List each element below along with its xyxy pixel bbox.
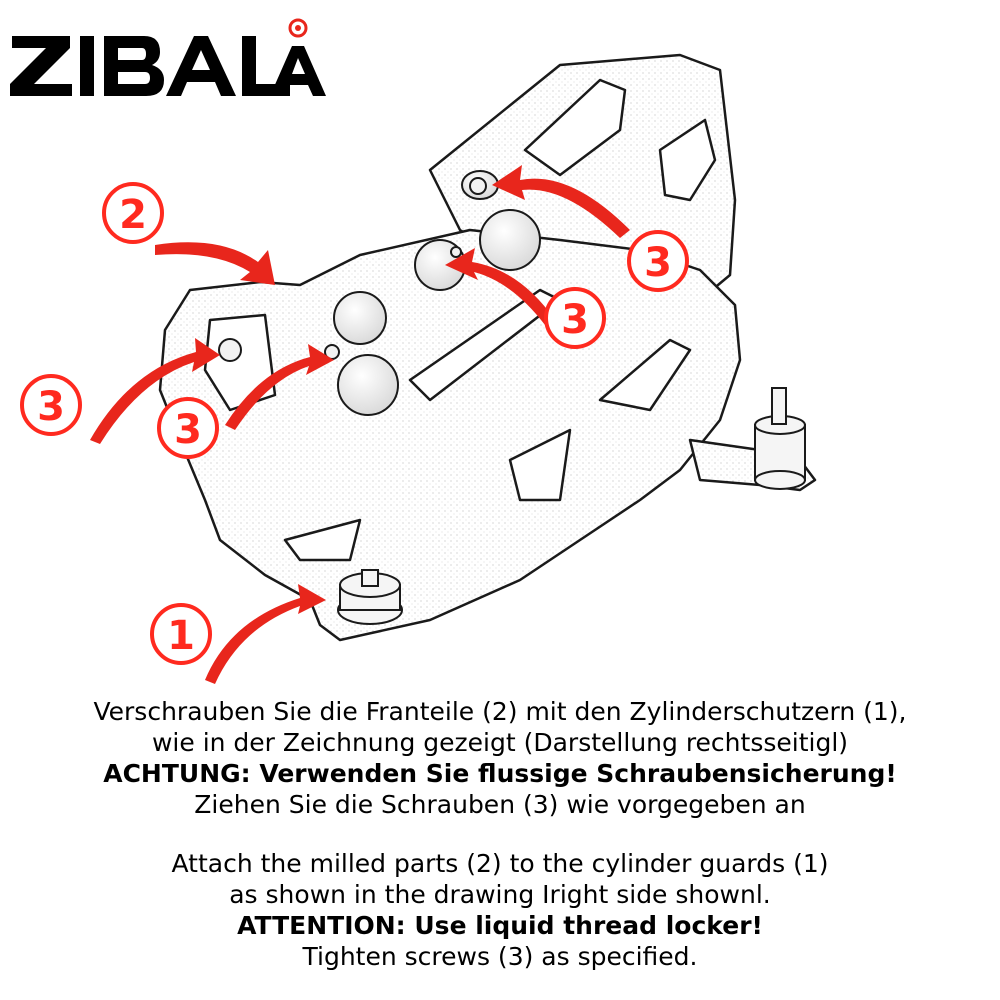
standoff-bolt-right xyxy=(754,387,806,490)
instruction-en-line-2: as shown in the drawing Iright side show… xyxy=(229,880,771,909)
instruction-de-line-2: wie in der Zeichnung gezeigt (Darstellun… xyxy=(151,728,849,757)
callout-3-top-right: 3 xyxy=(627,230,689,292)
screws xyxy=(218,177,487,362)
callout-arrows xyxy=(90,165,630,684)
callout-3-middle-right: 3 xyxy=(544,287,606,349)
arrow-3-center-left xyxy=(225,344,334,430)
arrow-1 xyxy=(205,584,326,684)
instructions-english: Attach the milled parts (2) to the cylin… xyxy=(0,848,1000,972)
zibala-logo xyxy=(10,18,326,96)
callout-3-center-left: 3 xyxy=(157,397,219,459)
callout-2-label: 2 xyxy=(119,192,147,238)
callout-3-left: 3 xyxy=(20,374,82,436)
callout-1-label: 1 xyxy=(167,613,195,659)
arrow-2 xyxy=(155,242,275,285)
callout-circles: 2 3 3 3 3 1 xyxy=(20,182,689,665)
mounting-bosses xyxy=(333,170,541,416)
callout-1: 1 xyxy=(150,603,212,665)
callout-3-center-left-label: 3 xyxy=(174,407,202,453)
instructions-german: Verschrauben Sie die Franteile (2) mit d… xyxy=(0,696,1000,820)
instruction-de-line-4: Ziehen Sie die Schrauben (3) wie vorgege… xyxy=(194,790,806,819)
arrow-3-left xyxy=(90,338,220,444)
callout-3-top-right-label: 3 xyxy=(644,240,672,286)
instruction-de-line-1: Verschrauben Sie die Franteile (2) mit d… xyxy=(93,697,907,726)
arrow-3-middle-right xyxy=(445,248,555,325)
instruction-en-line-1: Attach the milled parts (2) to the cylin… xyxy=(171,849,829,878)
instruction-en-warning: ATTENTION: Use liquid thread locker! xyxy=(237,911,763,940)
arrow-3-top-right xyxy=(492,165,630,238)
callout-2: 2 xyxy=(102,182,164,244)
instruction-de-warning: ACHTUNG: Verwenden Sie flussige Schraube… xyxy=(103,759,897,788)
installation-diagram: 2 3 3 3 3 1 xyxy=(20,53,817,684)
callout-3-left-label: 3 xyxy=(37,384,65,430)
callout-3-middle-right-label: 3 xyxy=(561,297,589,343)
standoff-bolt-bottom xyxy=(337,569,403,625)
instruction-en-line-4: Tighten screws (3) as specified. xyxy=(302,942,698,971)
